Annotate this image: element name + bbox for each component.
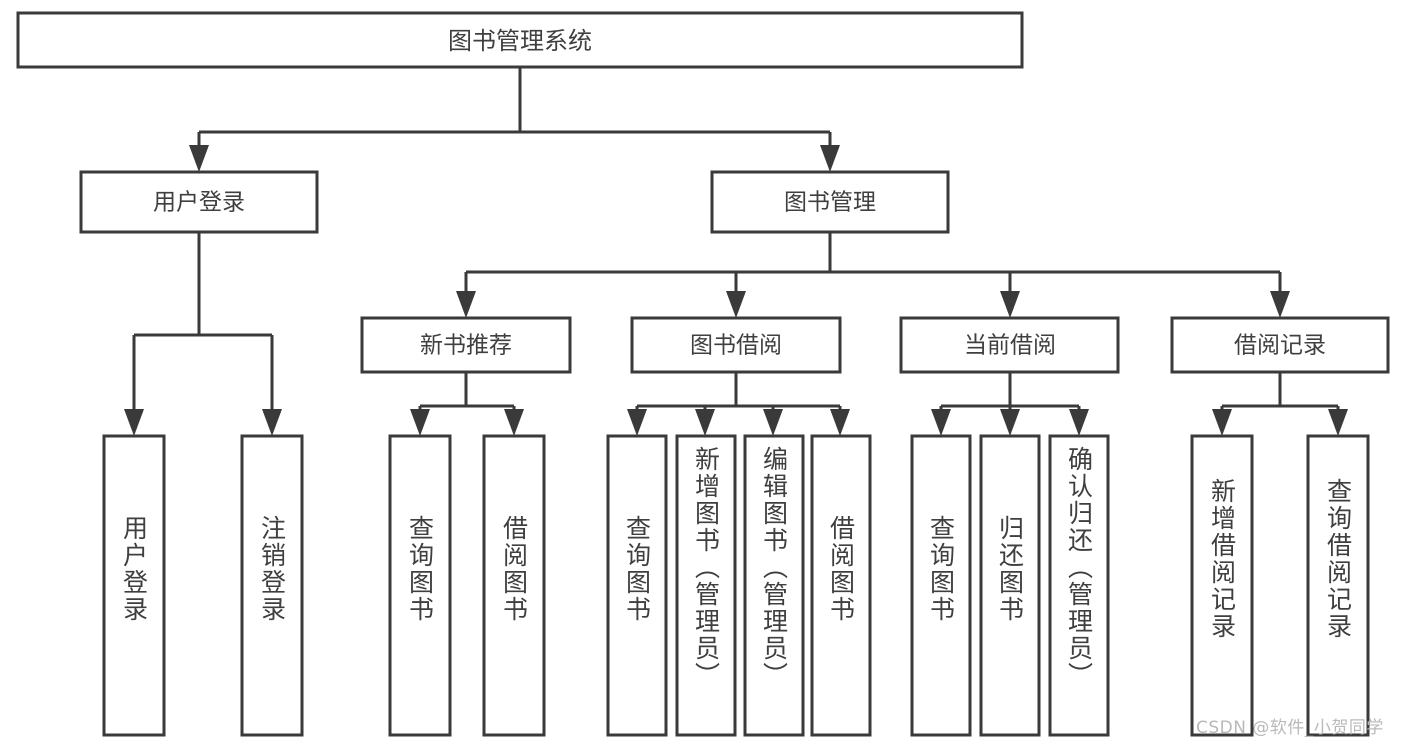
node-box bbox=[79, 170, 319, 234]
arrow-head-icon bbox=[695, 409, 715, 436]
leaf-box-query-borrow-record[interactable] bbox=[1306, 434, 1370, 737]
node-user-login[interactable]: 用户登录 bbox=[79, 170, 319, 234]
leaf-box-add-book-admin[interactable] bbox=[675, 434, 737, 737]
node-label: 用户登录 bbox=[153, 190, 245, 216]
node-box bbox=[1170, 316, 1390, 374]
arrow-head-icon bbox=[189, 145, 209, 172]
arrow-head-icon bbox=[1000, 409, 1020, 436]
node-book-borrow[interactable]: 图书借阅 bbox=[630, 316, 842, 374]
node-new-book-recommend[interactable]: 新书推荐 bbox=[360, 316, 572, 374]
node-label: 新书推荐 bbox=[420, 333, 512, 359]
connector-borrow-record-to-leaves bbox=[1212, 372, 1348, 436]
arrow-head-icon bbox=[504, 409, 524, 436]
leaf-box-add-borrow-record[interactable] bbox=[1190, 434, 1254, 737]
node-root-book-management-system[interactable]: 图书管理系统 bbox=[16, 11, 1024, 69]
node-label: 借阅记录 bbox=[1234, 333, 1326, 359]
arrow-head-icon bbox=[627, 409, 647, 436]
node-box bbox=[710, 170, 950, 234]
leaf-box-return-book[interactable] bbox=[979, 434, 1041, 737]
node-box bbox=[899, 316, 1120, 374]
node-book-management[interactable]: 图书管理 bbox=[710, 170, 950, 234]
connector-root-to-level2 bbox=[189, 67, 840, 172]
leaf-box-query-book-current[interactable] bbox=[910, 434, 972, 737]
arrow-head-icon bbox=[820, 145, 840, 172]
arrow-head-icon bbox=[1270, 291, 1290, 318]
node-current-borrow[interactable]: 当前借阅 bbox=[899, 316, 1120, 374]
leaf-box-logout[interactable] bbox=[240, 434, 304, 737]
node-label: 图书管理 bbox=[784, 190, 876, 216]
leaf-box-query-book-borrow[interactable] bbox=[606, 434, 668, 737]
arrow-head-icon bbox=[410, 409, 430, 436]
arrow-head-icon bbox=[262, 409, 282, 436]
connector-user-login-to-leaves bbox=[124, 232, 282, 436]
connector-current-borrow-to-leaves bbox=[931, 372, 1089, 436]
arrow-head-icon bbox=[1000, 291, 1020, 318]
leaf-box-borrow-book[interactable] bbox=[810, 434, 872, 737]
leaf-box-user-login[interactable] bbox=[102, 434, 166, 737]
node-borrow-record[interactable]: 借阅记录 bbox=[1170, 316, 1390, 374]
arrow-head-icon bbox=[456, 291, 476, 318]
leaf-box-query-book-recommend[interactable] bbox=[388, 434, 452, 737]
arrow-head-icon bbox=[124, 409, 144, 436]
arrow-head-icon bbox=[726, 291, 746, 318]
node-label: 当前借阅 bbox=[964, 333, 1056, 359]
connector-book-borrow-to-leaves bbox=[627, 372, 850, 436]
arrow-head-icon bbox=[830, 409, 850, 436]
leaf-box-borrow-book-recommend[interactable] bbox=[482, 434, 546, 737]
node-label: 图书借阅 bbox=[690, 333, 782, 359]
leaf-box-confirm-return-admin[interactable] bbox=[1048, 434, 1110, 737]
node-label: 图书管理系统 bbox=[448, 27, 592, 55]
connector-new-book-to-leaves bbox=[410, 372, 524, 436]
node-box bbox=[630, 316, 842, 374]
node-box bbox=[16, 11, 1024, 69]
node-box bbox=[360, 316, 572, 374]
arrow-head-icon bbox=[931, 409, 951, 436]
arrow-head-icon bbox=[1212, 409, 1232, 436]
connector-book-manage-to-level3 bbox=[456, 232, 1290, 318]
leaf-box-edit-book-admin[interactable] bbox=[743, 434, 805, 737]
csdn-watermark: CSDN @软件_小贺同学 bbox=[1196, 718, 1384, 738]
arrow-head-icon bbox=[1069, 409, 1089, 436]
arrow-head-icon bbox=[763, 409, 783, 436]
arrow-head-icon bbox=[1328, 409, 1348, 436]
